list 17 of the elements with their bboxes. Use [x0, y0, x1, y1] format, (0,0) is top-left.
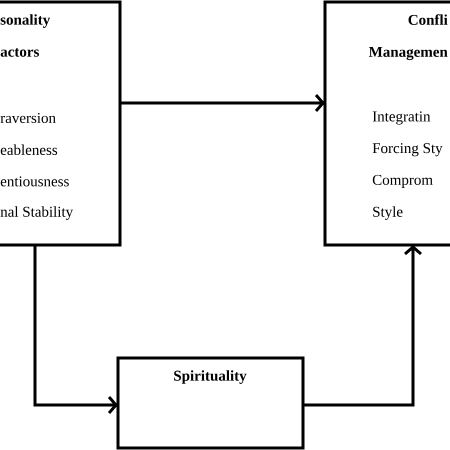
box: [0, 0, 122, 246]
list-item: Integratin: [372, 111, 430, 125]
list-item: entiousness: [0, 176, 69, 186]
list-item: raversion: [0, 112, 56, 124]
list-item: Comprom: [372, 174, 433, 188]
list-item: Forcing Sty: [372, 143, 443, 156]
list-item: eableness: [0, 144, 58, 155]
box: [116, 356, 304, 450]
box-heading: Spirituality: [174, 370, 247, 384]
box-heading: sonality actors: [0, 14, 50, 57]
box-heading: Confli Managemen: [368, 14, 448, 60]
arrow: [34, 245, 118, 414]
list-item: Style: [373, 206, 403, 220]
box: [324, 0, 450, 246]
list-item: nal Stability: [0, 206, 74, 220]
arrow: [120, 94, 325, 112]
arrow: [303, 245, 422, 406]
